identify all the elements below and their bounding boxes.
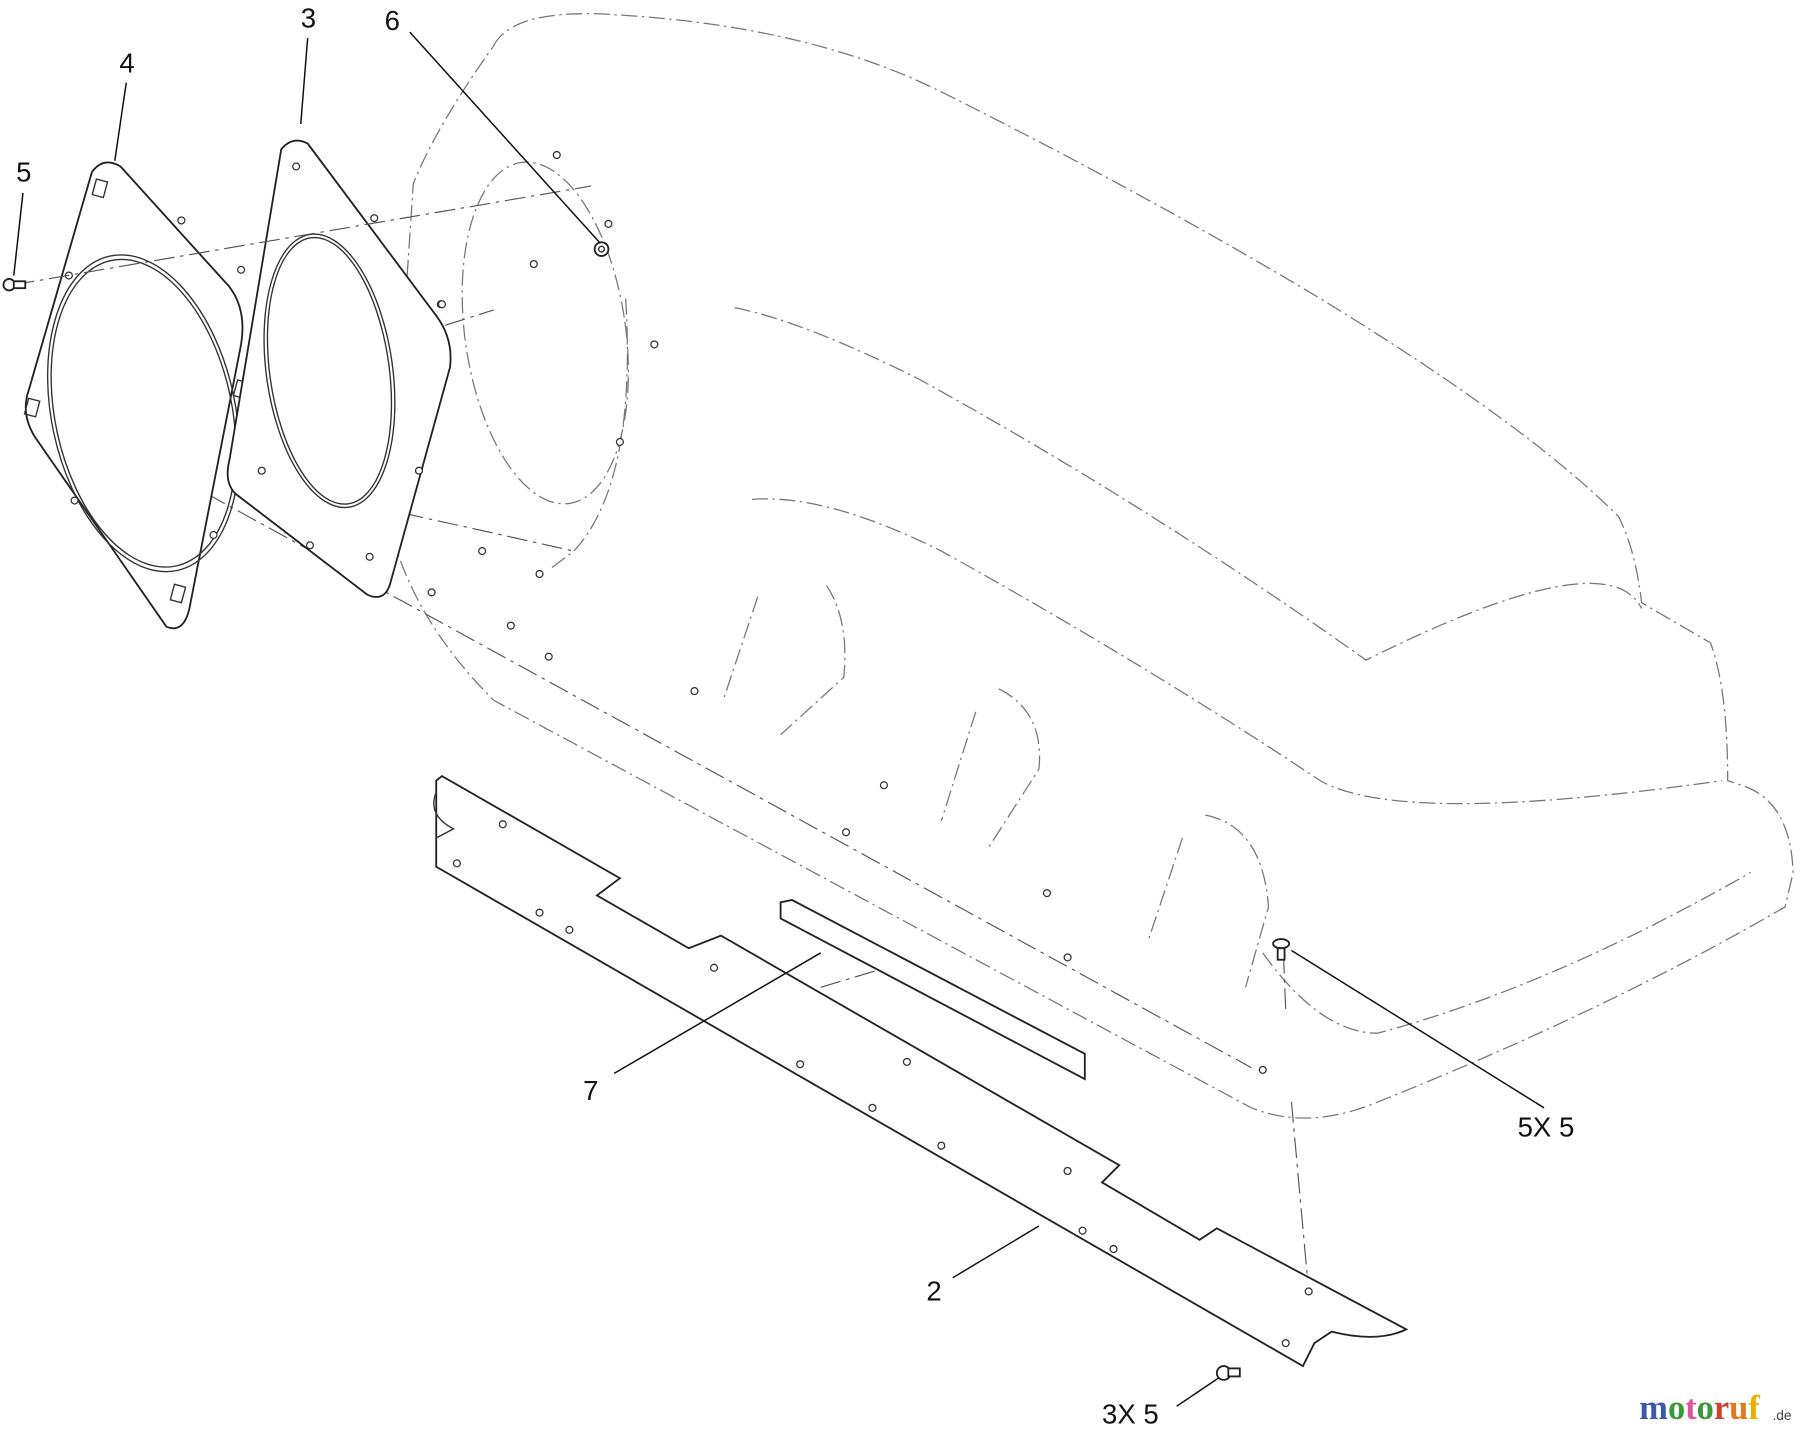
screw-axis-line [13, 185, 592, 286]
callout-leaders [13, 31, 1545, 1407]
callout-5x5: 5X 5 [1518, 1112, 1575, 1143]
housing-outline [206, 13, 1794, 1292]
screw-part-5x [1272, 938, 1291, 961]
watermark-letter: o [1668, 1389, 1685, 1427]
watermark-letter: f [1748, 1389, 1760, 1427]
watermark-letter: o [1697, 1389, 1714, 1427]
callout-7: 7 [583, 1075, 598, 1106]
callout-2: 2 [926, 1276, 941, 1307]
svg-text:motoruf: motoruf [1639, 1389, 1760, 1427]
strip-part-7 [779, 899, 1086, 1081]
callout-3: 3 [301, 3, 316, 34]
callout-3x5: 3X 5 [1102, 1398, 1159, 1429]
callout-5: 5 [16, 156, 31, 187]
watermark-letter: r [1714, 1389, 1729, 1427]
watermark-letter: u [1729, 1389, 1748, 1427]
callout-6: 6 [385, 5, 400, 36]
motoruf-watermark-logo: motoruf .de [1639, 1389, 1792, 1427]
callout-4: 4 [119, 47, 134, 78]
screw-part-3x [1215, 1365, 1241, 1381]
watermark-suffix: .de [1772, 1408, 1791, 1423]
gasket-part-3 [226, 139, 452, 598]
strip-part-2 [433, 774, 1409, 1368]
watermark-letter: m [1639, 1389, 1668, 1427]
screw-part-5 [2, 278, 27, 292]
nut-part-6 [593, 241, 610, 257]
watermark-letter: t [1685, 1389, 1697, 1427]
gasket-part-4 [23, 161, 250, 630]
